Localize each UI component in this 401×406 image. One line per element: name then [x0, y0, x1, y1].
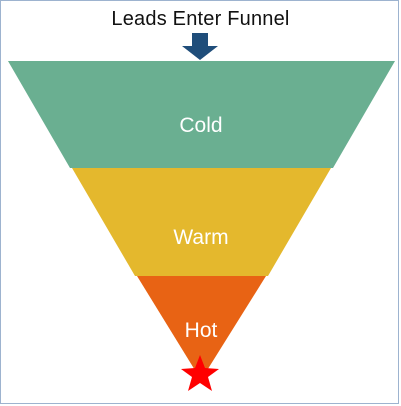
funnel-label-hot: Hot — [185, 319, 218, 342]
funnel-label-warm: Warm — [173, 226, 228, 249]
funnel-stage-warm — [72, 168, 331, 276]
funnel-label-cold: Cold — [179, 114, 222, 137]
star-icon — [181, 355, 219, 391]
funnel-stage-hot — [137, 276, 266, 380]
funnel-stage-cold — [8, 61, 395, 168]
funnel-title: Leads Enter Funnel — [111, 8, 290, 30]
down-arrow-icon — [182, 33, 218, 60]
